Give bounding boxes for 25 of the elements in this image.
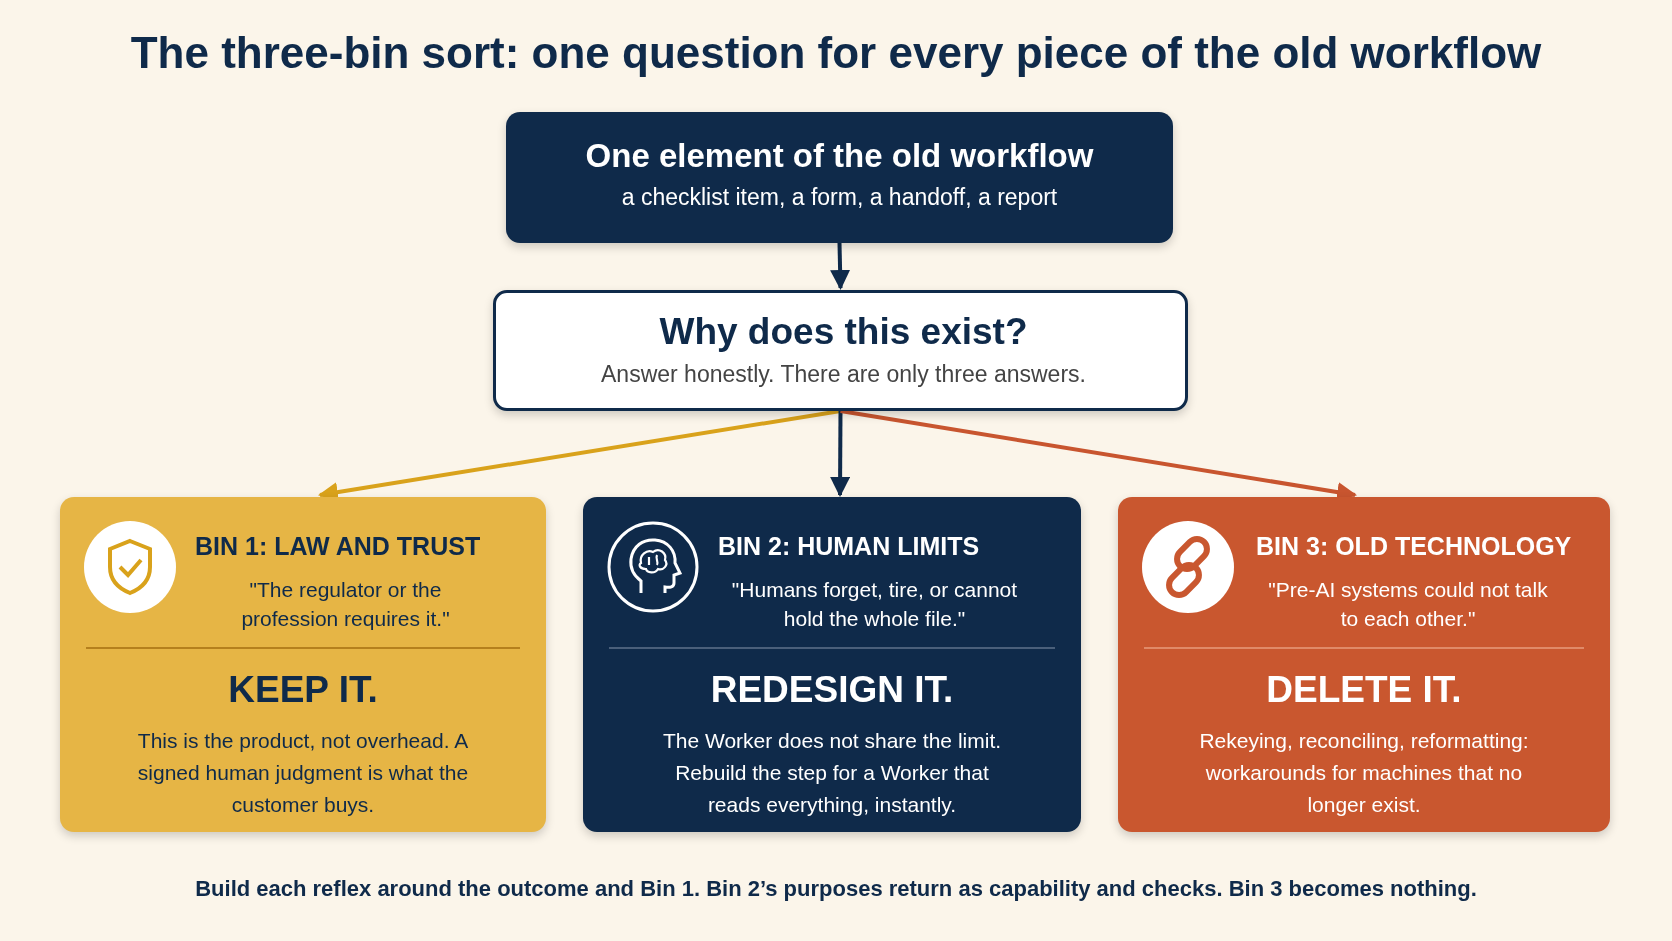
verdict: DELETE IT. bbox=[1265, 669, 1463, 711]
description: The Worker does not share the limit. Rebuild the step for a Worker that reads everything, instantly. bbox=[661, 728, 1003, 818]
bin-heading: BIN 1: LAW AND TRUST bbox=[195, 532, 482, 561]
element-box bbox=[506, 112, 1173, 243]
verdict: KEEP IT. bbox=[227, 669, 379, 711]
verdict: REDESIGN IT. bbox=[709, 669, 955, 711]
footer-note: Build each reflex around the outcome and Bin 1. Bin 2’s purposes return as capability and checks. Bin 3 becomes nothing. bbox=[194, 876, 1478, 902]
bin-card bbox=[1118, 497, 1610, 832]
bin-heading: BIN 3: OLD TECHNOLOGY bbox=[1256, 532, 1573, 561]
bin-card bbox=[60, 497, 546, 832]
subtitle: a checklist item, a form, a handoff, a report bbox=[620, 184, 1059, 211]
quote: "Humans forget, tire, or cannot hold the whole file." bbox=[730, 577, 1019, 632]
arrow bbox=[830, 242, 851, 290]
title: The three-bin sort: one question for every piece of the old workflow bbox=[129, 28, 1543, 78]
arrow bbox=[830, 411, 851, 497]
quote: "Pre-AI systems could not talk to each other." bbox=[1267, 577, 1549, 632]
question-box bbox=[493, 290, 1188, 411]
quote: "The regulator or the profession requires it." bbox=[240, 577, 451, 632]
bin-card bbox=[583, 497, 1081, 832]
heading: One element of the old workflow bbox=[584, 137, 1095, 175]
description: This is the product, not overhead. A signed human judgment is what the customer buys. bbox=[136, 728, 470, 818]
bin-heading: BIN 2: HUMAN LIMITS bbox=[718, 532, 981, 561]
subtitle: Answer honestly. There are only three answers. bbox=[600, 361, 1087, 388]
description: Rekeying, reconciling, reformatting: workarounds for machines that no longer exist. bbox=[1198, 728, 1530, 818]
heading: Why does this exist? bbox=[658, 311, 1029, 353]
